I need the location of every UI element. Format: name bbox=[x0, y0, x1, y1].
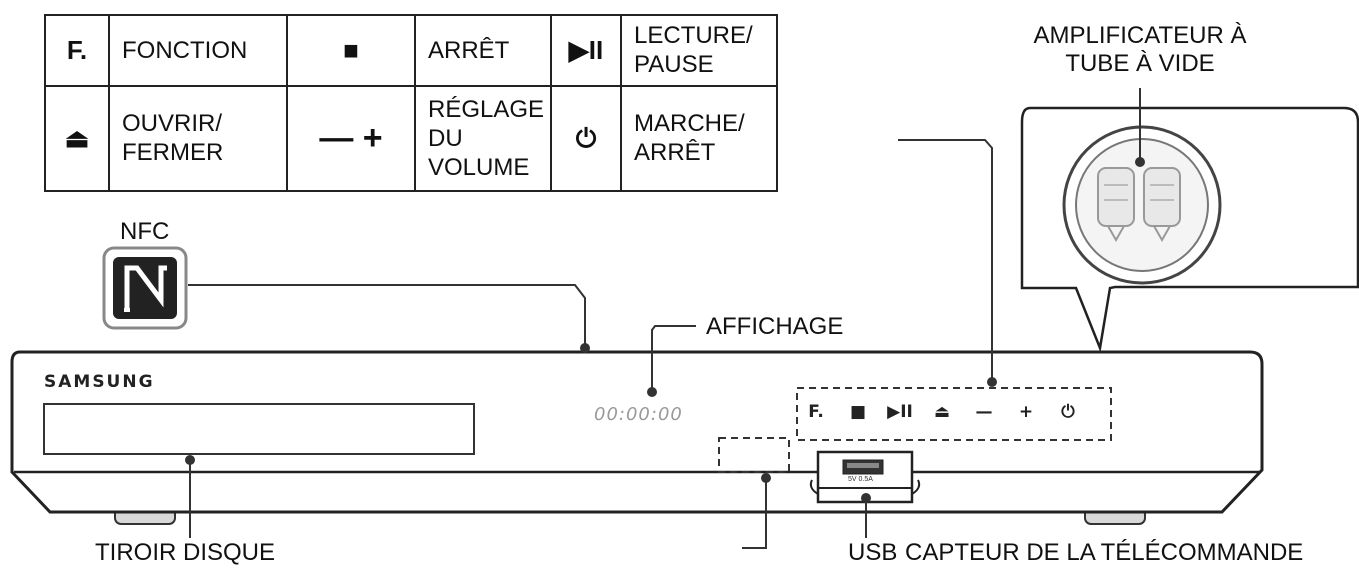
legend-label-lecture-pause: LECTURE/PAUSE bbox=[620, 14, 778, 87]
panel-stop-button[interactable]: ■ bbox=[849, 402, 867, 422]
eject-icon: ⏏ bbox=[44, 84, 110, 193]
panel-function-button[interactable]: F. bbox=[808, 402, 824, 422]
panel-eject-button[interactable]: ⏏ bbox=[933, 402, 951, 422]
function-icon: F. bbox=[44, 14, 110, 87]
legend-label-arret: ARRÊT bbox=[414, 14, 552, 87]
panel-power-button[interactable]: ⏻ bbox=[1061, 402, 1075, 422]
panel-play-pause-button[interactable]: ▶II bbox=[887, 402, 913, 422]
remote-sensor-box bbox=[718, 437, 790, 473]
panel-volume-down-button[interactable]: — bbox=[975, 402, 993, 422]
usb-label: USB bbox=[848, 539, 898, 566]
legend-label-marche-arret: MARCHE/ARRÊT bbox=[620, 84, 778, 193]
sensor-label: CAPTEUR DE LA TÉLÉCOMMANDE bbox=[905, 539, 1304, 566]
amp-label: AMPLIFICATEUR À TUBE À VIDE bbox=[1033, 22, 1247, 77]
nfc-icon bbox=[102, 246, 188, 330]
brand-logo: SAMSUNG bbox=[44, 372, 155, 392]
panel-volume-up-button[interactable]: + bbox=[1018, 402, 1034, 422]
sensor-leader bbox=[742, 478, 767, 549]
front-display: 00:00:00 bbox=[594, 404, 683, 425]
usb-port-marking: 5V 0.5A bbox=[848, 476, 873, 483]
control-panel: F. ■ ▶II ⏏ — + ⏻ bbox=[803, 402, 1081, 422]
disc-tray bbox=[43, 403, 475, 455]
play-pause-icon: ▶II bbox=[550, 14, 622, 87]
legend-label-ouvrir-fermer: OUVRIR/FERMER bbox=[108, 84, 288, 193]
legend-row-1: F. FONCTION ■ ARRÊT ▶II LECTURE/PAUSE bbox=[44, 14, 778, 87]
panel-leader bbox=[898, 139, 993, 382]
control-panel-box bbox=[796, 387, 1112, 441]
power-icon: ⏻ bbox=[550, 84, 622, 193]
legend-label-fonction: FONCTION bbox=[108, 14, 288, 87]
tray-label: TIROIR DISQUE bbox=[95, 539, 276, 566]
usb-port-housing bbox=[816, 450, 914, 504]
button-legend-table: F. FONCTION ■ ARRÊT ▶II LECTURE/PAUSE ⏏ … bbox=[44, 14, 778, 193]
nfc-leader bbox=[188, 284, 586, 348]
amp-callout bbox=[1020, 88, 1359, 353]
nfc-label: NFC bbox=[120, 218, 170, 245]
volume-icon: — + bbox=[286, 84, 416, 193]
stop-icon: ■ bbox=[286, 14, 416, 87]
display-label: AFFICHAGE bbox=[706, 313, 844, 340]
display-leader bbox=[651, 325, 696, 392]
